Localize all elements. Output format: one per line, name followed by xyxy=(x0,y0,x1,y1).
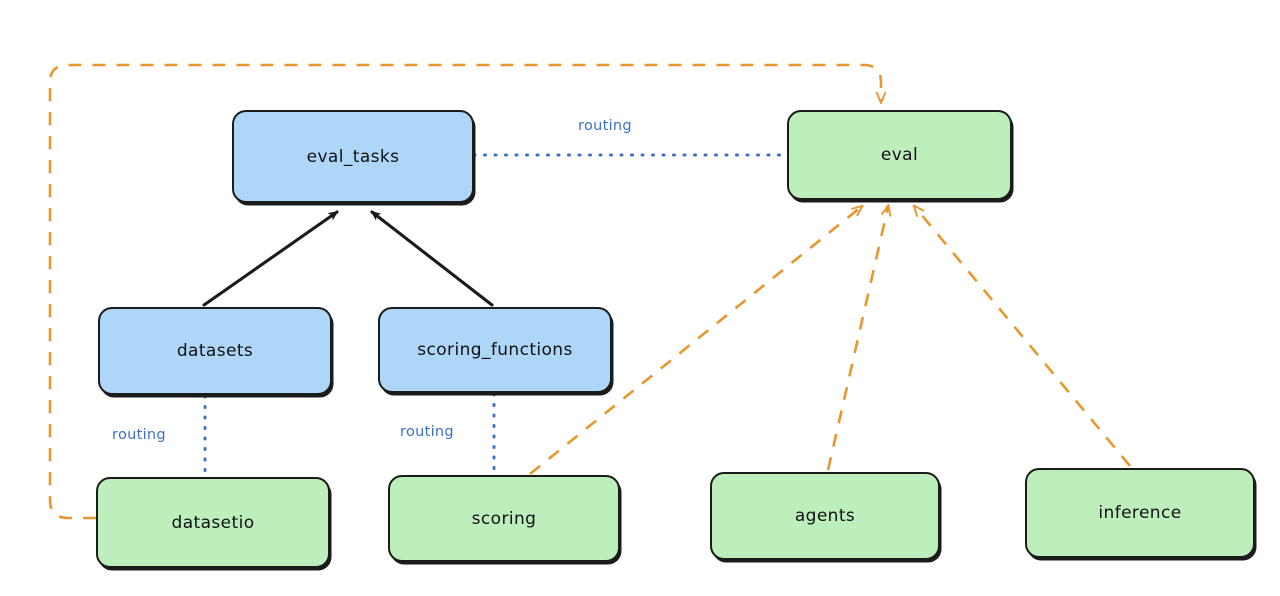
node-datasetio[interactable]: datasetio xyxy=(96,477,330,568)
node-datasetio-label: datasetio xyxy=(171,512,255,533)
node-datasets[interactable]: datasets xyxy=(98,307,332,395)
node-scoring[interactable]: scoring xyxy=(388,475,620,562)
edge-datasets-to-eval_tasks xyxy=(202,210,339,307)
node-scoring-label: scoring xyxy=(471,508,537,529)
node-eval-label: eval xyxy=(880,145,919,165)
node-inference[interactable]: inference xyxy=(1025,468,1255,558)
node-agents[interactable]: agents xyxy=(710,472,940,560)
edge-agents-to-eval xyxy=(826,207,888,471)
node-datasets-label: datasets xyxy=(176,341,254,361)
edge-label-routing-scoring-functions-scoring: routing xyxy=(400,424,454,440)
node-eval[interactable]: eval xyxy=(787,110,1012,200)
node-scoring-functions[interactable]: scoring_functions xyxy=(378,307,612,393)
node-eval-tasks-label: eval_tasks xyxy=(306,146,400,167)
node-scoring-functions-label: scoring_functions xyxy=(417,340,573,360)
node-inference-label: inference xyxy=(1098,503,1182,523)
edge-label-routing-datasets-datasetio: routing xyxy=(112,427,166,443)
edge-label-routing-eval-tasks-eval: routing xyxy=(578,118,632,134)
edge-scoring_functions-to-eval_tasks xyxy=(370,210,494,307)
node-agents-label: agents xyxy=(794,506,856,526)
edge-inference-to-eval xyxy=(915,207,1132,467)
node-eval-tasks[interactable]: eval_tasks xyxy=(232,110,474,203)
